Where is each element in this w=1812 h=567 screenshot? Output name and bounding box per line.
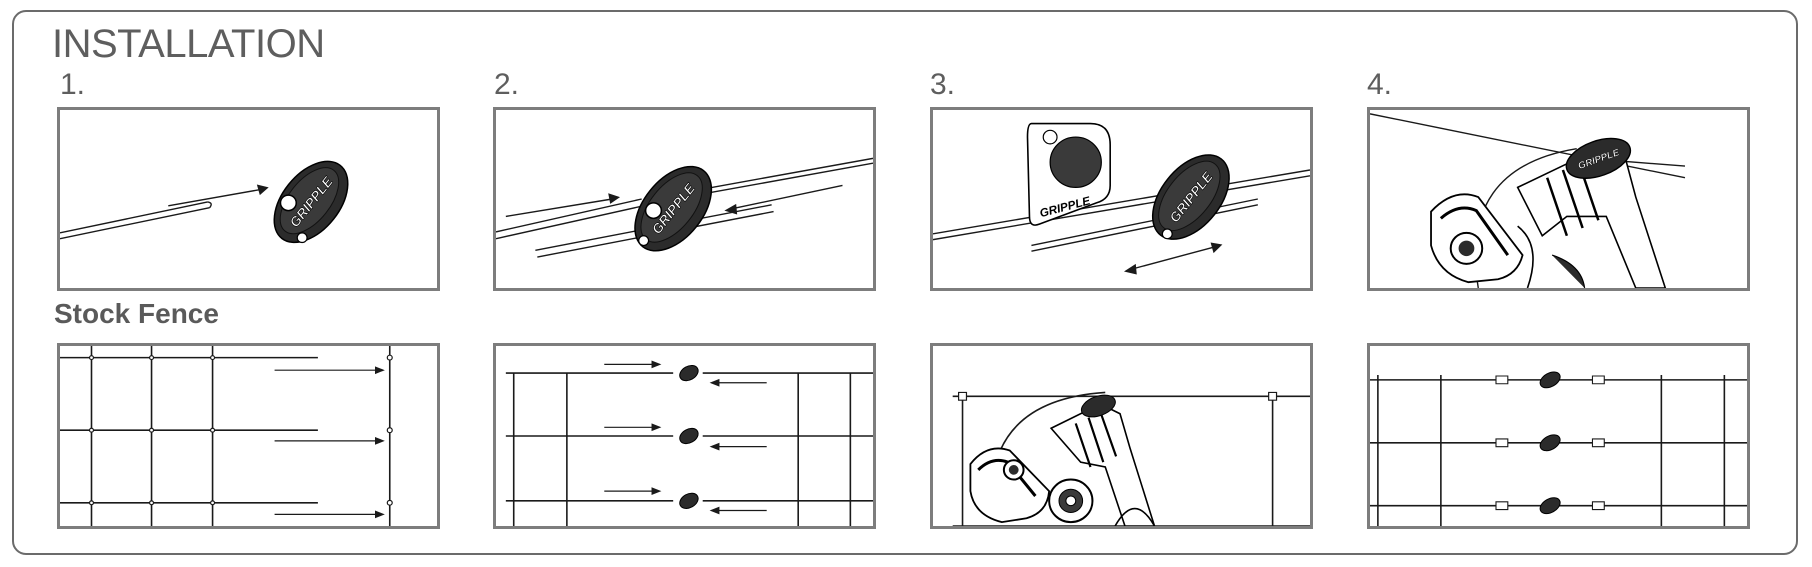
step-2-drawing: GRIPPLE: [496, 110, 873, 288]
tension-arrow: [1130, 246, 1217, 269]
page-title: INSTALLATION: [52, 22, 325, 66]
fence-step-2-illustration: [493, 343, 876, 529]
gripple-joiner-icon: GRIPPLE: [259, 148, 362, 256]
fence-step-3-illustration: [930, 343, 1313, 529]
gripple-joiner-icon: GRIPPLE: [1137, 141, 1244, 253]
step-4-illustration: GRIPPLE: [1367, 107, 1750, 291]
fence-step-1-illustration: [57, 343, 440, 529]
gripple-joiner-icon: [1537, 369, 1563, 391]
step-number-1: 1.: [60, 68, 86, 101]
section-subtitle: Stock Fence: [54, 298, 219, 329]
wire-end: [208, 202, 212, 208]
gripple-joiner-icon: [677, 490, 701, 511]
gripple-joiner-icon: GRIPPLE: [1561, 131, 1636, 186]
insert-arrow-left: [506, 199, 612, 216]
wire-line: [60, 208, 210, 239]
gripple-joiner-icon: [677, 425, 701, 446]
step-number-4: 4.: [1367, 68, 1393, 101]
fence-step-3-drawing: [933, 346, 1310, 526]
wire-line: [1031, 205, 1257, 251]
step-number-3: 3.: [930, 68, 956, 101]
step-4-drawing: GRIPPLE: [1370, 110, 1747, 288]
arrow-head: [1123, 263, 1137, 275]
step-3-illustration: GRIPPLE GRIPPLE: [930, 107, 1313, 291]
wire-line: [1370, 114, 1685, 178]
gripple-joiner-icon: GRIPPLE: [620, 153, 727, 265]
joiner-icons: [1537, 369, 1563, 517]
fence-step-1-drawing: [60, 346, 437, 526]
gripple-joiner-icon: [1078, 391, 1118, 421]
arrow-head: [374, 510, 385, 519]
arrow-head: [1210, 242, 1223, 254]
step-1-illustration: GRIPPLE: [57, 107, 440, 291]
tensioning-tool-icon: [1431, 149, 1665, 288]
arrow-head: [724, 203, 738, 215]
gripple-joiner-icon: [1537, 432, 1563, 454]
tensioning-tool-icon: [970, 391, 1154, 526]
step-1-drawing: GRIPPLE: [60, 110, 437, 288]
step-3-drawing: GRIPPLE GRIPPLE: [933, 110, 1310, 275]
arrow-head: [374, 436, 385, 445]
wire-line: [933, 176, 1310, 240]
installation-frame: [12, 10, 1798, 555]
step-number-2: 2.: [494, 68, 520, 101]
wire-line: [60, 202, 208, 233]
joiner-icons: [677, 362, 701, 511]
insert-arrow-right: [732, 185, 842, 208]
fence-step-2-drawing: [496, 360, 873, 526]
arrow-head: [374, 366, 385, 375]
tool-jaw-icon: GRIPPLE: [1027, 124, 1110, 226]
arrow-head: [608, 193, 621, 204]
wire-line: [496, 206, 644, 239]
wire-line: [933, 170, 1310, 234]
wire-line: [496, 199, 642, 232]
gripple-joiner-icon: [1537, 494, 1563, 516]
gripple-joiner-icon: [677, 362, 701, 383]
fence-step-4-illustration: [1367, 343, 1750, 529]
insert-arrow: [168, 189, 262, 205]
fence-step-4-drawing: [1370, 346, 1747, 526]
step-2-illustration: GRIPPLE: [493, 107, 876, 291]
arrow-head: [256, 184, 269, 196]
